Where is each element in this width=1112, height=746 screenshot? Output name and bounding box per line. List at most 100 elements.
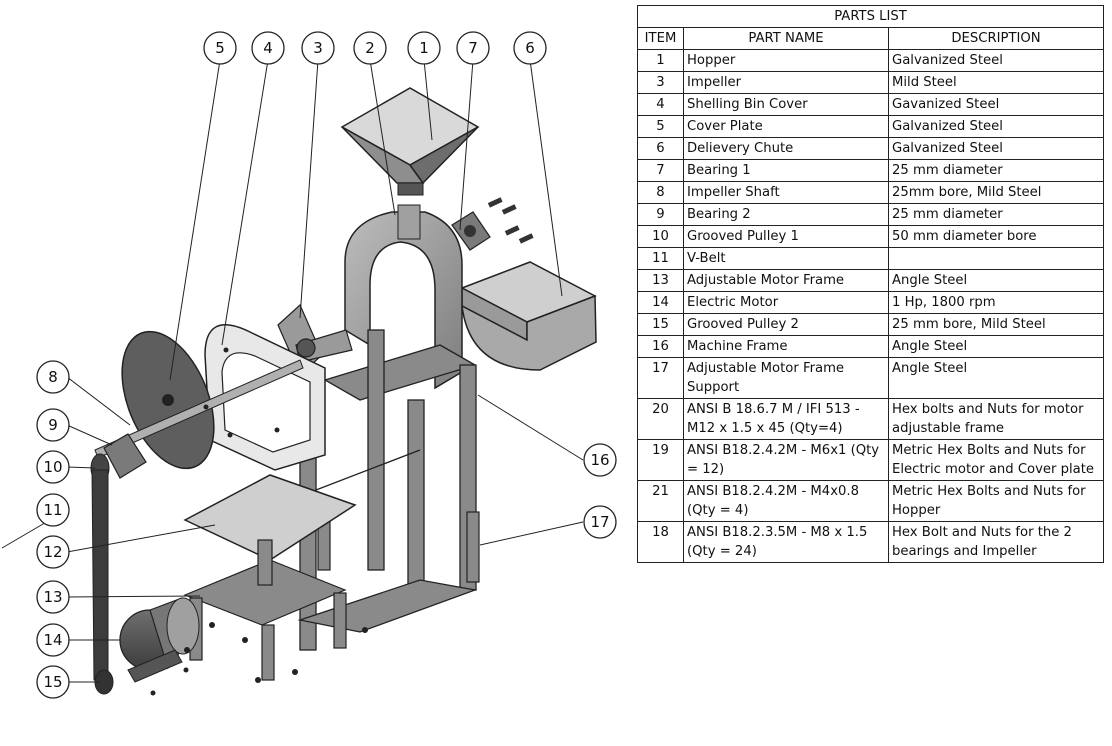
svg-text:16: 16 xyxy=(590,451,609,469)
description-cell: Hex bolts and Nuts for motor adjustable … xyxy=(887,398,1105,440)
item-cell: 7 xyxy=(637,159,684,182)
item-cell: 21 xyxy=(637,480,684,522)
description-cell: Hex Bolt and Nuts for the 2 bearings and… xyxy=(887,521,1105,563)
part-name-cell: Adjustable Motor Frame xyxy=(683,269,889,292)
description-cell: Gavanized Steel xyxy=(887,93,1105,116)
header-description: DESCRIPTION xyxy=(887,27,1105,50)
callout-11: 11 xyxy=(36,493,70,527)
part-name-cell: Delievery Chute xyxy=(683,137,889,160)
item-cell: 16 xyxy=(637,335,684,358)
item-cell: 17 xyxy=(637,357,684,399)
description-cell: Angle Steel xyxy=(887,357,1105,399)
svg-text:13: 13 xyxy=(43,588,62,606)
adjustable-motor-frame-shape xyxy=(183,539,347,681)
shelling-bin-cover-shape xyxy=(204,324,326,471)
svg-text:7: 7 xyxy=(468,39,478,57)
svg-text:1: 1 xyxy=(419,39,429,57)
description-cell xyxy=(887,247,1105,270)
svg-text:11: 11 xyxy=(43,501,62,519)
header-item: ITEM xyxy=(637,27,684,50)
callout-2: 2 xyxy=(353,31,387,65)
callout-6: 6 xyxy=(513,31,547,65)
part-name-cell: ANSI B18.2.3.5M - M8 x 1.5 (Qty = 24) xyxy=(683,521,889,563)
description-cell: 25 mm bore, Mild Steel xyxy=(887,313,1105,336)
callout-4: 4 xyxy=(251,31,285,65)
item-cell: 14 xyxy=(637,291,684,314)
item-cell: 18 xyxy=(637,521,684,563)
description-cell: Metric Hex Bolts and Nuts for Electric m… xyxy=(887,439,1105,481)
svg-text:2: 2 xyxy=(365,39,375,57)
part-name-cell: Grooved Pulley 1 xyxy=(683,225,889,248)
delivery-chute-shape xyxy=(460,261,597,371)
svg-text:6: 6 xyxy=(525,39,535,57)
description-cell: 1 Hp, 1800 rpm xyxy=(887,291,1105,314)
svg-text:8: 8 xyxy=(48,368,58,386)
callout-9: 9 xyxy=(36,408,70,442)
description-cell: 25mm bore, Mild Steel xyxy=(887,181,1105,204)
part-name-cell: ANSI B 18.6.7 M / IFI 513 - M12 x 1.5 x … xyxy=(683,398,889,440)
item-cell: 3 xyxy=(637,71,684,94)
part-name-cell: Electric Motor xyxy=(683,291,889,314)
description-cell: Galvanized Steel xyxy=(887,137,1105,160)
description-cell: Metric Hex Bolts and Nuts for Hopper xyxy=(887,480,1105,522)
leader-lines xyxy=(1,59,584,683)
svg-text:3: 3 xyxy=(313,39,323,57)
part-name-cell: Shelling Bin Cover xyxy=(683,93,889,116)
svg-text:14: 14 xyxy=(43,631,62,649)
part-name-cell: Machine Frame xyxy=(683,335,889,358)
fastener-dots xyxy=(150,347,368,696)
exploded-assembly-drawing: 5 4 3 2 1 7 6 8 9 10 11 12 13 14 15 16 1… xyxy=(1,31,617,699)
part-name-cell: Impeller Shaft xyxy=(683,181,889,204)
part-name-cell: Adjustable Motor Frame Support xyxy=(683,357,889,399)
item-cell: 20 xyxy=(637,398,684,440)
svg-text:17: 17 xyxy=(590,513,609,531)
part-name-cell: Impeller xyxy=(683,71,889,94)
description-cell: Angle Steel xyxy=(887,269,1105,292)
item-cell: 19 xyxy=(637,439,684,481)
motor-mount-plate-shape xyxy=(183,474,357,561)
bearing-2-shape xyxy=(103,433,147,479)
callout-15: 15 xyxy=(36,665,70,699)
part-name-cell: ANSI B18.2.4.2M - M6x1 (Qty = 12) xyxy=(683,439,889,481)
callout-5: 5 xyxy=(203,31,237,65)
description-cell: 25 mm diameter xyxy=(887,203,1105,226)
svg-text:9: 9 xyxy=(48,416,58,434)
description-cell: Mild Steel xyxy=(887,71,1105,94)
shelling-housing-shape xyxy=(344,204,463,390)
part-name-cell: V-Belt xyxy=(683,247,889,270)
item-cell: 10 xyxy=(637,225,684,248)
callout-12: 12 xyxy=(36,535,70,569)
item-cell: 4 xyxy=(637,93,684,116)
item-cell: 1 xyxy=(637,49,684,72)
bearing-1-shape xyxy=(451,197,534,251)
v-belt-shape xyxy=(91,469,109,683)
svg-text:4: 4 xyxy=(263,39,273,57)
part-name-cell: Bearing 1 xyxy=(683,159,889,182)
callout-17: 17 xyxy=(583,505,617,539)
item-cell: 8 xyxy=(637,181,684,204)
svg-text:15: 15 xyxy=(43,673,62,691)
item-cell: 5 xyxy=(637,115,684,138)
svg-text:10: 10 xyxy=(43,458,62,476)
callout-1: 1 xyxy=(407,31,441,65)
callout-10: 10 xyxy=(36,450,70,484)
item-cell: 6 xyxy=(637,137,684,160)
